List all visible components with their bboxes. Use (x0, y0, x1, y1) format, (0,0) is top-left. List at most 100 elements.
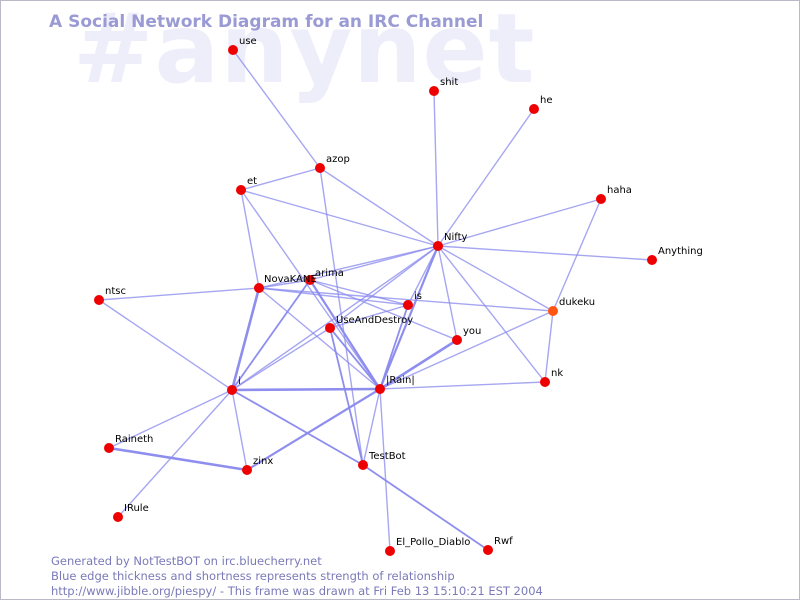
node-dot-ntsc (94, 295, 104, 305)
node-NovaKANE: NovaKANE (254, 274, 317, 293)
edge-dukeku-Rain (379, 310, 554, 390)
node-dot-arima (305, 275, 315, 285)
node-you: you (452, 326, 481, 345)
node-zinx: zinx (242, 456, 273, 475)
edge-TestBot-Rwf (362, 464, 489, 551)
node-dot-UseAndDestroy (325, 323, 335, 333)
node-dot-TestBot (358, 460, 368, 470)
edge-use-azop (232, 49, 321, 169)
node-dot-you (452, 335, 462, 345)
node-TestBot: TestBot (358, 451, 406, 470)
node-haha: haha (596, 185, 632, 204)
node-dot-use (228, 45, 238, 55)
node-dot-El_Pollo_Diablo (385, 546, 395, 556)
edge-haha-Nifty (437, 198, 602, 247)
node-label-Rwf: Rwf (494, 536, 513, 547)
node-label-zinx: zinx (253, 456, 273, 467)
node-layer: useshitheazopethahaNiftyAnythingarimaNov… (94, 36, 703, 556)
edge-NovaKANE-Rain (258, 287, 381, 390)
edge-UseAndDestroy-Rain (329, 327, 381, 390)
node-dot-IRule (113, 512, 123, 522)
node-El_Pollo_Diablo: El_Pollo_Diablo (385, 537, 470, 556)
node-dot-he (529, 104, 539, 114)
node-dot-azop (315, 163, 325, 173)
edge-nk-Rain (379, 381, 546, 390)
edge-azop-TestBot (319, 167, 364, 466)
node-dot-zinx (242, 465, 252, 475)
edge-i-Raineth (108, 389, 233, 449)
node-he: he (529, 95, 553, 114)
node-label-ntsc: ntsc (105, 286, 126, 297)
edge-UseAndDestroy-i (231, 327, 331, 391)
node-Nifty: Nifty (433, 232, 468, 251)
node-et: et (236, 176, 257, 195)
node-label-Raineth: Raineth (115, 434, 153, 445)
edge-NovaKANE-arima (258, 279, 311, 289)
edge-arima-Rain (308, 278, 382, 391)
channel-watermark: #anynet (73, 0, 536, 105)
edge-i-TestBot (231, 389, 364, 466)
edge-Nifty-dukeku (437, 245, 554, 312)
edge-Rain-TestBot (362, 388, 381, 466)
node-dot-NovaKANE (254, 283, 264, 293)
edge-arima-you (309, 279, 458, 341)
edge-ntsc-i (98, 299, 233, 391)
node-label-El_Pollo_Diablo: El_Pollo_Diablo (396, 537, 470, 548)
node-shit: shit (429, 77, 458, 96)
node-is: is (403, 291, 422, 310)
edge-Nifty-NovaKANE (258, 245, 439, 289)
edge-is-UseAndDestroy (329, 304, 409, 329)
edge-he-Nifty (437, 108, 535, 247)
node-Rwf: Rwf (483, 536, 513, 555)
node-dot-haha (596, 194, 606, 204)
node-label-azop: azop (326, 154, 350, 165)
edge-layer (98, 49, 653, 552)
edge-NovaKANE-i (230, 286, 261, 392)
edge-Nifty-Rain (378, 244, 440, 391)
edge-Nifty-Anything (437, 245, 653, 261)
node-label-dukeku: dukeku (559, 297, 595, 308)
node-label-haha: haha (607, 185, 632, 196)
node-label-TestBot: TestBot (368, 451, 406, 462)
edge-UseAndDestroy-TestBot (329, 327, 364, 466)
node-dot-Rain (375, 384, 385, 394)
node-Rain: |Rain| (375, 375, 415, 394)
footer-generator-line: Generated by NotTestBOT on irc.bluecherr… (51, 554, 322, 568)
node-Raineth: Raineth (104, 434, 153, 453)
node-dot-is (403, 300, 413, 310)
edge-et-Rain (240, 189, 381, 390)
node-IRule: IRule (113, 503, 149, 522)
node-dot-i (227, 385, 237, 395)
edge-arima-is (309, 279, 409, 306)
node-label-Rain: |Rain| (386, 375, 415, 386)
node-label-IRule: IRule (124, 503, 149, 514)
node-dot-nk (540, 377, 550, 387)
node-label-UseAndDestroy: UseAndDestroy (336, 315, 413, 326)
edge-i-Rain (230, 387, 382, 392)
node-label-i: i (238, 376, 241, 387)
node-label-shit: shit (440, 77, 458, 88)
node-dot-Raineth (104, 443, 114, 453)
edge-et-NovaKANE (240, 189, 260, 289)
node-label-Nifty: Nifty (444, 232, 468, 243)
node-dot-shit (429, 86, 439, 96)
node-dot-Anything (647, 255, 657, 265)
edge-Nifty-nk (437, 245, 546, 383)
node-label-Anything: Anything (658, 246, 703, 257)
node-dot-Nifty (433, 241, 443, 251)
node-label-NovaKANE: NovaKANE (264, 274, 317, 285)
node-dukeku: dukeku (548, 297, 595, 316)
node-ntsc: ntsc (94, 286, 126, 305)
node-UseAndDestroy: UseAndDestroy (325, 315, 413, 333)
node-label-is: is (414, 291, 422, 302)
edge-i-zinx (231, 389, 248, 471)
edge-azop-Nifty (319, 167, 439, 247)
node-i: i (227, 376, 241, 395)
footer-info: Generated by NotTestBOT on irc.bluecherr… (51, 554, 543, 599)
node-arima: arima (305, 268, 344, 285)
edge-Rain-El_Pollo_Diablo (379, 388, 391, 552)
node-label-et: et (247, 176, 257, 187)
edge-ntsc-NovaKANE (98, 287, 260, 301)
